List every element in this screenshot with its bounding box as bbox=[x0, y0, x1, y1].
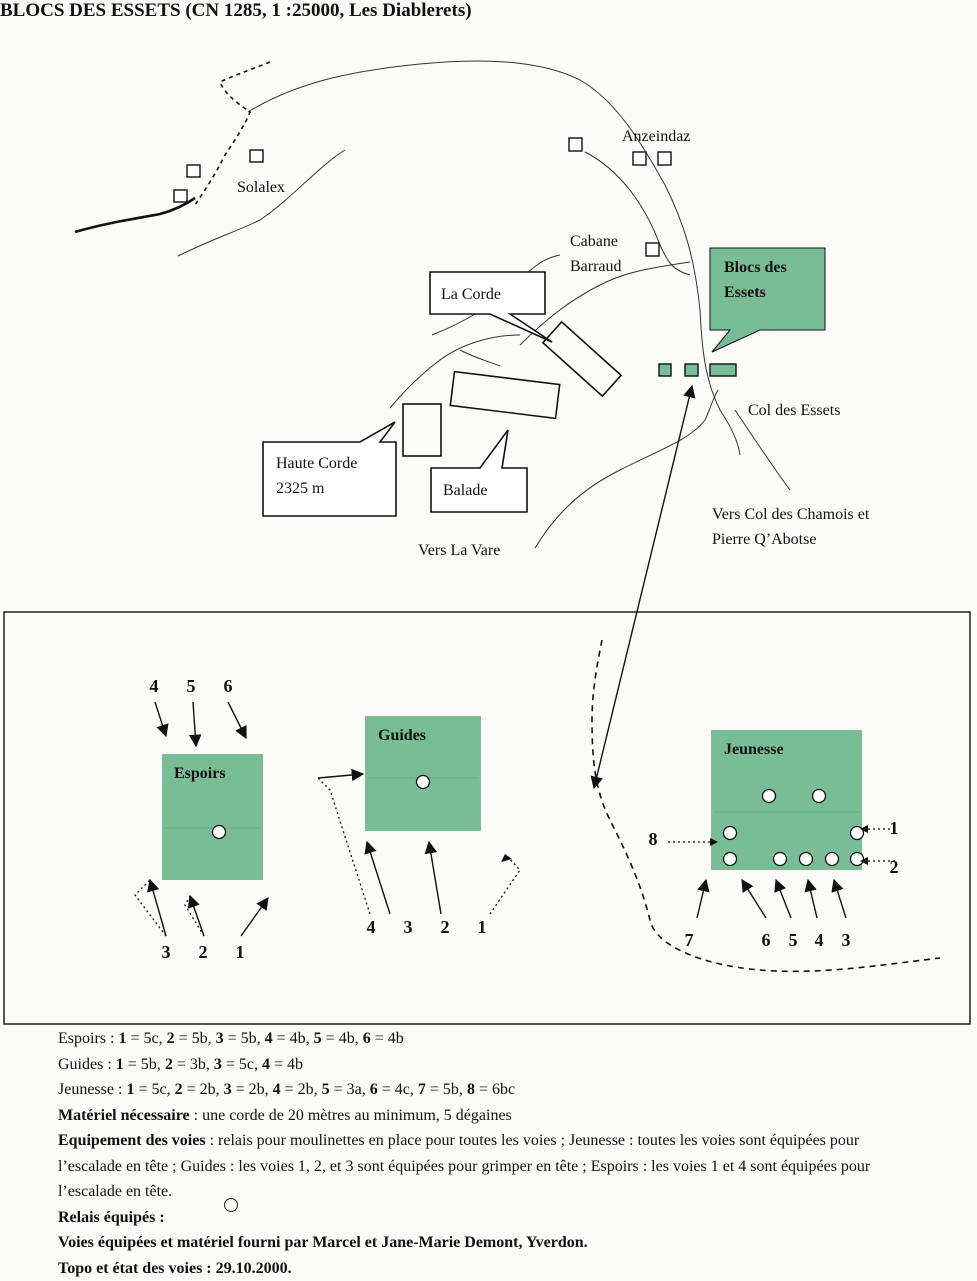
route-grade: = 6bc bbox=[475, 1081, 515, 1098]
label-altitude: 2325 m bbox=[276, 477, 324, 501]
label-blocs-des: Blocs des bbox=[724, 256, 787, 280]
route-grade: = 5b, bbox=[124, 1056, 165, 1073]
route-grade: = 2b, bbox=[281, 1081, 322, 1098]
label-anzeindaz: Anzeindaz bbox=[622, 125, 690, 149]
route-grade: = 2b, bbox=[232, 1081, 273, 1098]
route-id: 5 bbox=[322, 1081, 330, 1098]
route-grade: = 3a, bbox=[330, 1081, 370, 1098]
route-grade: = 5c, bbox=[126, 1030, 166, 1047]
label-cabane: Cabane bbox=[570, 230, 618, 254]
legend-topo: Topo et état des voies : 29.10.2000. bbox=[58, 1256, 918, 1281]
location-arrow bbox=[594, 386, 692, 788]
thick-road bbox=[75, 198, 195, 232]
route-id: 4 bbox=[265, 1030, 273, 1047]
route-number: 6 bbox=[756, 930, 776, 951]
legend-credits: Voies équipées et matériel fourni par Ma… bbox=[58, 1230, 918, 1256]
legend: Espoirs : 1 = 5c, 2 = 5b, 3 = 5b, 4 = 4b… bbox=[58, 1026, 918, 1281]
label-vers-chamois: Vers Col des Chamois et bbox=[712, 503, 869, 527]
route-id: 6 bbox=[363, 1030, 371, 1047]
label-vers-la-vare: Vers La Vare bbox=[418, 539, 500, 563]
route-grade: = 2b, bbox=[183, 1081, 224, 1098]
route-number: 4 bbox=[144, 676, 164, 697]
block-name-guides: Guides bbox=[378, 724, 426, 748]
block-name-espoirs: Espoirs bbox=[174, 762, 226, 786]
route-grade: = 3b, bbox=[173, 1056, 214, 1073]
route-grade: = 4b bbox=[270, 1056, 303, 1073]
route-grade: = 5c, bbox=[134, 1081, 174, 1098]
route-number: 4 bbox=[809, 930, 829, 951]
label-pierre: Pierre Q’Abotse bbox=[712, 528, 816, 552]
route-grade: = 4b, bbox=[322, 1030, 363, 1047]
label-essets: Essets bbox=[724, 281, 766, 305]
legend-guides: Guides : 1 = 5b, 2 = 3b, 3 = 5c, 4 = 4b bbox=[58, 1052, 918, 1078]
trail-west-1 bbox=[178, 150, 345, 256]
legend-jeunesse: Jeunesse : 1 = 5c, 2 = 2b, 3 = 2b, 4 = 2… bbox=[58, 1077, 918, 1103]
label-solalex: Solalex bbox=[237, 176, 285, 200]
route-id: 4 bbox=[262, 1056, 270, 1073]
legend-materiel: Matériel nécessaire : une corde de 20 mè… bbox=[58, 1103, 918, 1129]
legend-relais: Relais équipés : bbox=[58, 1205, 918, 1231]
route-id: 8 bbox=[467, 1081, 475, 1098]
route-number: 3 bbox=[398, 917, 418, 938]
route-number: 6 bbox=[218, 676, 238, 697]
route-number: 1 bbox=[230, 942, 250, 963]
route-number: 5 bbox=[783, 930, 803, 951]
route-id: 2 bbox=[165, 1056, 173, 1073]
route-number: 8 bbox=[643, 829, 663, 850]
route-id: 2 bbox=[167, 1030, 175, 1047]
route-grade: = 4b, bbox=[273, 1030, 314, 1047]
route-id: 2 bbox=[175, 1081, 183, 1098]
route-id: 4 bbox=[273, 1081, 281, 1098]
label-la-corde: La Corde bbox=[441, 283, 501, 307]
sector-haute-rect bbox=[403, 404, 441, 456]
route-number: 1 bbox=[884, 818, 904, 839]
route-number: 3 bbox=[156, 942, 176, 963]
route-id: 3 bbox=[224, 1081, 232, 1098]
route-id: 5 bbox=[314, 1030, 322, 1047]
boulder-markers bbox=[659, 364, 736, 376]
route-number: 1 bbox=[472, 917, 492, 938]
legend-equipement: Equipement des voies : relais pour mouli… bbox=[58, 1128, 918, 1205]
route-number: 2 bbox=[193, 942, 213, 963]
route-number: 2 bbox=[435, 917, 455, 938]
route-grade: = 5c, bbox=[222, 1056, 262, 1073]
route-grade: = 4c, bbox=[378, 1081, 418, 1098]
route-id: 3 bbox=[214, 1056, 222, 1073]
label-col-des-essets: Col des Essets bbox=[748, 399, 840, 423]
label-barraud: Barraud bbox=[570, 255, 622, 279]
route-id: 7 bbox=[418, 1081, 426, 1098]
route-id: 6 bbox=[370, 1081, 378, 1098]
sector-la-corde-rect bbox=[543, 322, 621, 396]
relay-symbol-icon bbox=[224, 1198, 238, 1212]
route-grade: = 4b bbox=[371, 1030, 404, 1047]
route-grade: = 5b, bbox=[426, 1081, 467, 1098]
trail-balade bbox=[460, 350, 500, 366]
label-balade: Balade bbox=[443, 479, 487, 503]
trail-vare bbox=[535, 390, 718, 548]
sector-balade-rect bbox=[450, 372, 559, 419]
route-number: 5 bbox=[181, 676, 201, 697]
route-grade: = 5b, bbox=[224, 1030, 265, 1047]
route-number: 4 bbox=[361, 917, 381, 938]
route-id: 1 bbox=[116, 1056, 124, 1073]
route-number: 3 bbox=[836, 930, 856, 951]
route-grade: = 5b, bbox=[175, 1030, 216, 1047]
legend-espoirs: Espoirs : 1 = 5c, 2 = 5b, 3 = 5b, 4 = 4b… bbox=[58, 1026, 918, 1052]
route-id: 3 bbox=[216, 1030, 224, 1047]
route-number: 7 bbox=[679, 930, 699, 951]
label-haute-corde: Haute Corde bbox=[276, 452, 357, 476]
route-number: 2 bbox=[884, 857, 904, 878]
block-name-jeunesse: Jeunesse bbox=[724, 738, 784, 762]
